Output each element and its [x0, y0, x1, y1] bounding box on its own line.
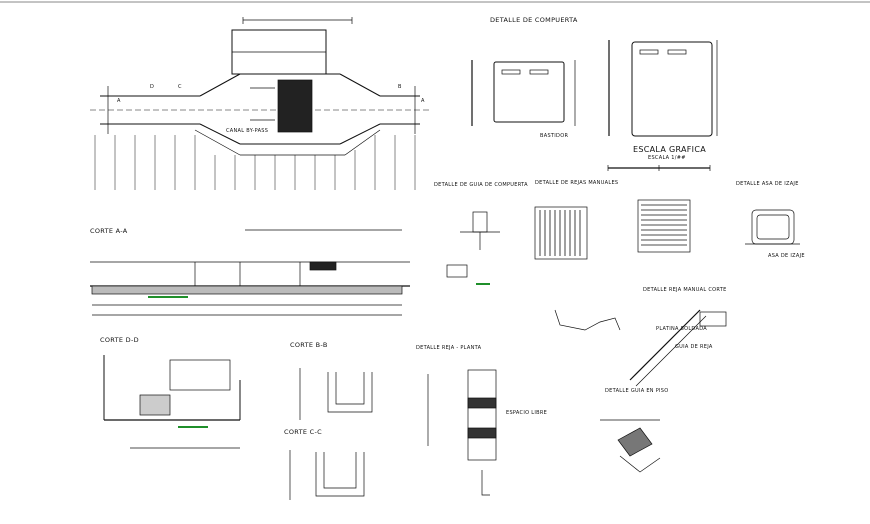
reja-planta-view — [427, 369, 497, 496]
section-mark-b: B — [398, 84, 402, 90]
note-espacio-libre: ESPACIO LIBRE — [506, 410, 548, 416]
asa-izaje-view — [745, 209, 800, 245]
corte-bb-cc-view — [289, 368, 373, 500]
reja-manual-corte-view — [554, 309, 727, 387]
title-detalle-asa-izaje: DETALLE ASA DE IZAJE — [736, 181, 799, 187]
section-mark-c: C — [178, 84, 182, 90]
title-detalle-compuerta: DETALLE DE COMPUERTA — [490, 16, 578, 24]
title-detalle-guia-compuerta: DETALLE DE GUIA DE COMPUERTA — [434, 182, 528, 188]
title-detalle-reja-manual-corte: DETALLE REJA MANUAL CORTE — [643, 287, 727, 293]
title-detalle-reja-planta: DETALLE REJA - PLANTA — [416, 345, 482, 351]
guia-compuerta-view — [446, 211, 500, 278]
detalle-compuerta-view — [471, 40, 718, 171]
subtitle-escala-grafica: ESCALA 1/## — [648, 155, 686, 161]
title-corte-aa: CORTE A-A — [90, 227, 128, 235]
note-guia-reja: GUIA DE REJA — [675, 344, 713, 350]
section-mark-a-left: A — [117, 98, 121, 104]
note-canal-by-pass: CANAL BY-PASS — [226, 128, 269, 134]
section-mark-d: D — [150, 84, 155, 90]
corte-aa-view — [90, 229, 410, 316]
title-detalle-rejas-manuales: DETALLE DE REJAS MANUALES — [535, 180, 619, 186]
section-mark-a-right: A — [421, 98, 425, 104]
rejas-manuales-view — [534, 199, 691, 260]
plan-view — [90, 17, 430, 190]
corte-dd-view — [103, 355, 241, 449]
title-corte-cc: CORTE C-C — [284, 428, 322, 436]
note-bastidor: BASTIDOR — [540, 133, 569, 139]
guia-piso-view — [600, 419, 661, 473]
title-corte-dd: CORTE D-D — [100, 336, 139, 344]
note-asa-izaje: ASA DE IZAJE — [768, 253, 805, 259]
note-platina-soldada: PLATINA SOLDADA — [656, 326, 707, 332]
title-corte-bb: CORTE B-B — [290, 341, 328, 349]
title-detalle-guia-piso: DETALLE GUIA EN PISO — [605, 388, 669, 394]
title-escala-grafica: ESCALA GRAFICA — [633, 145, 706, 154]
